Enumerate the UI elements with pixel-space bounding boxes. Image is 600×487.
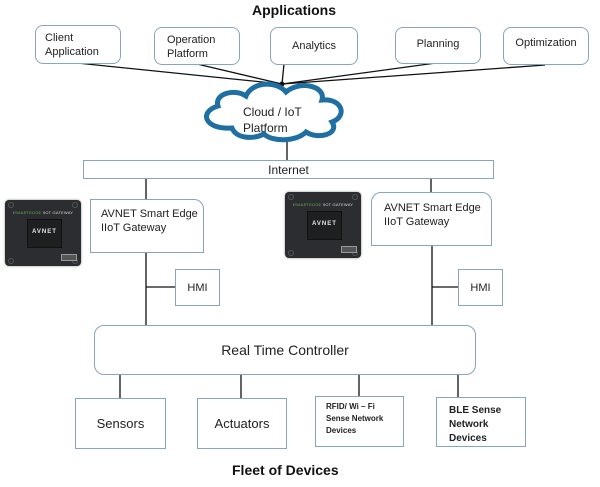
hmi-left[interactable]: HMI xyxy=(175,269,220,306)
applications-title: Applications xyxy=(252,2,337,18)
app-operation-platform[interactable]: Operation Platform xyxy=(154,27,240,65)
connector-operation xyxy=(196,63,283,85)
cloud-shape xyxy=(204,81,344,143)
internet-bar: Internet xyxy=(83,160,494,179)
connector-planning xyxy=(281,62,437,85)
gateway-box-right[interactable]: AVNET Smart Edge IIoT Gateway xyxy=(371,192,492,246)
gateway-box-left[interactable]: AVNET Smart Edge IIoT Gateway xyxy=(90,199,204,253)
app-client-application[interactable]: Client Application xyxy=(35,25,121,64)
device-rfid-wifi[interactable]: RFID/ Wi – Fi Sense Network Devices xyxy=(315,396,404,447)
connector-analytics xyxy=(281,63,285,85)
app-analytics[interactable]: Analytics xyxy=(270,27,358,65)
avnet-logo: AVNET xyxy=(312,221,337,227)
connector-client xyxy=(76,62,283,85)
fleet-of-devices-title: Fleet of Devices xyxy=(232,462,339,478)
real-time-controller[interactable]: Real Time Controller xyxy=(94,325,476,375)
app-optimization[interactable]: Optimization xyxy=(503,27,589,65)
device-actuators[interactable]: Actuators xyxy=(197,398,287,449)
device-sensors[interactable]: Sensors xyxy=(75,398,166,449)
hmi-right[interactable]: HMI xyxy=(458,269,503,306)
connector-optimization xyxy=(281,64,546,85)
app-planning[interactable]: Planning xyxy=(395,27,481,64)
gateway-device-image: /SMARTEDGE IIOT GATEWAY AVNET xyxy=(5,200,81,266)
avnet-logo: AVNET xyxy=(32,229,57,235)
device-ble-sense[interactable]: BLE Sense Network Devices xyxy=(436,397,526,447)
cloud-iot-platform: Cloud / IoT Platform xyxy=(243,105,302,135)
gateway-device-image: /SMARTEDGE IIOT GATEWAY AVNET xyxy=(285,192,361,258)
